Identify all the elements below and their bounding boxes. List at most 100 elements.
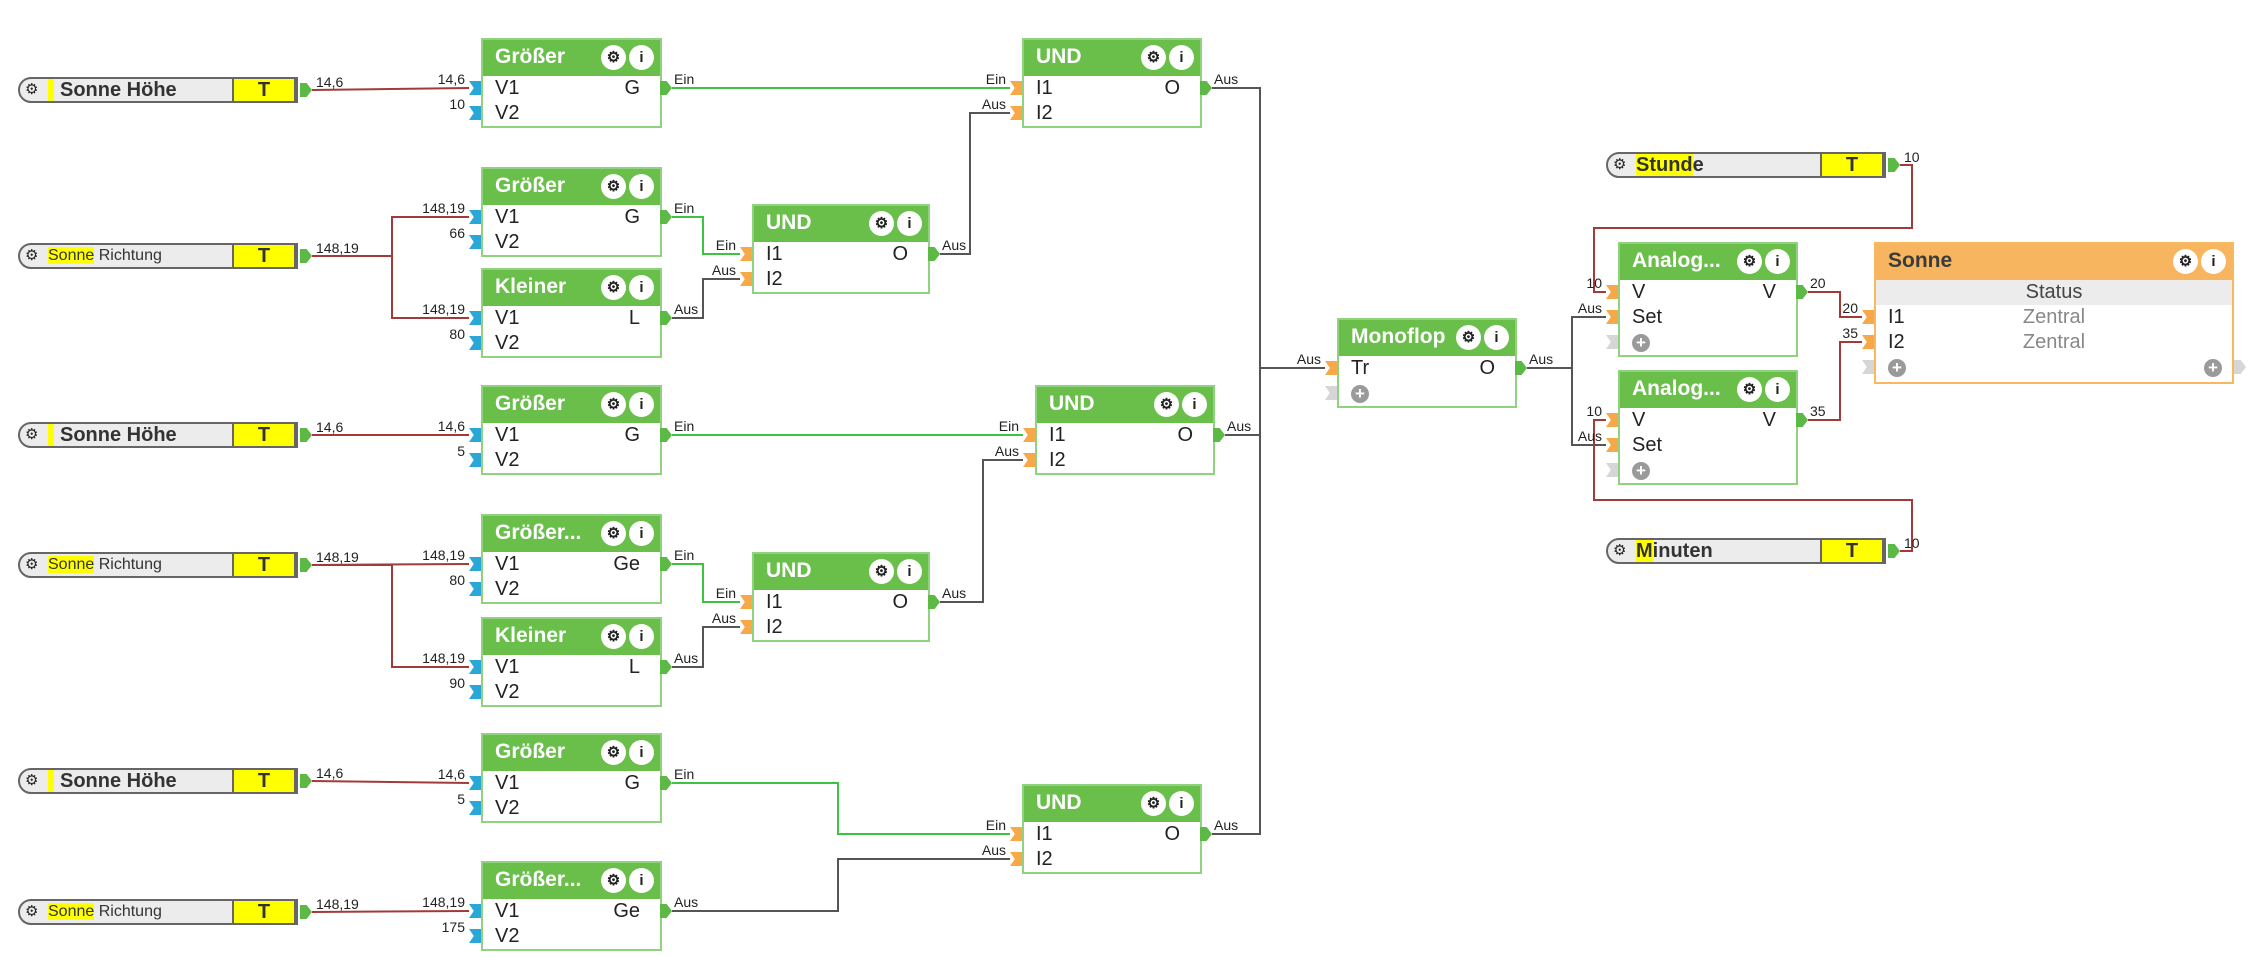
input-port[interactable]: [740, 620, 752, 634]
block-header[interactable]: Größer⚙i: [483, 169, 660, 205]
output-port[interactable]: [660, 311, 672, 325]
plus-circle-icon[interactable]: +: [1632, 461, 1650, 480]
gear-icon[interactable]: ⚙: [25, 247, 39, 264]
info-icon[interactable]: i: [1484, 325, 1509, 350]
info-icon[interactable]: i: [629, 45, 654, 70]
output-port[interactable]: [928, 247, 940, 261]
plus-circle-icon[interactable]: +: [1632, 333, 1650, 352]
add-input-port[interactable]: [1325, 386, 1337, 400]
input-port[interactable]: [469, 106, 481, 120]
input-port[interactable]: [1606, 310, 1618, 324]
block-header[interactable]: Monoflop⚙i: [1339, 320, 1515, 356]
input-port[interactable]: [469, 336, 481, 350]
input-port[interactable]: [469, 453, 481, 467]
output-port[interactable]: [660, 557, 672, 571]
gear-icon[interactable]: ⚙: [601, 392, 626, 417]
plus-circle-icon[interactable]: +: [1888, 358, 1906, 377]
output-port[interactable]: [1515, 361, 1527, 375]
output-port[interactable]: [928, 595, 940, 609]
block-header[interactable]: Sonne⚙i: [1876, 244, 2232, 280]
gear-icon[interactable]: ⚙: [1613, 156, 1627, 173]
gear-icon[interactable]: ⚙: [25, 81, 39, 98]
gear-icon[interactable]: ⚙: [869, 211, 894, 236]
block-header[interactable]: Größer...⚙i: [483, 863, 660, 899]
gear-icon[interactable]: ⚙: [1456, 325, 1481, 350]
info-icon[interactable]: i: [629, 392, 654, 417]
output-port[interactable]: [1796, 413, 1808, 427]
output-port[interactable]: [300, 249, 312, 263]
block-header[interactable]: Analog...⚙i: [1620, 372, 1796, 408]
input-port[interactable]: [469, 929, 481, 943]
output-port[interactable]: [1796, 285, 1808, 299]
output-port[interactable]: [660, 210, 672, 224]
gear-icon[interactable]: ⚙: [869, 559, 894, 584]
output-port[interactable]: [660, 776, 672, 790]
output-port[interactable]: [1213, 428, 1225, 442]
gear-icon[interactable]: ⚙: [1154, 392, 1179, 417]
input-port[interactable]: [469, 81, 481, 95]
info-icon[interactable]: i: [629, 624, 654, 649]
gear-icon[interactable]: ⚙: [601, 174, 626, 199]
input-port[interactable]: [1023, 453, 1035, 467]
output-port[interactable]: [1888, 544, 1900, 558]
gear-icon[interactable]: ⚙: [25, 772, 39, 789]
gear-icon[interactable]: ⚙: [1737, 377, 1762, 402]
plus-circle-icon[interactable]: +: [1351, 384, 1369, 403]
block-header[interactable]: Analog...⚙i: [1620, 244, 1796, 280]
block-header[interactable]: Kleiner⚙i: [483, 270, 660, 306]
input-port[interactable]: [740, 247, 752, 261]
info-icon[interactable]: i: [1182, 392, 1207, 417]
gear-icon[interactable]: ⚙: [25, 426, 39, 443]
input-port[interactable]: [469, 428, 481, 442]
gear-icon[interactable]: ⚙: [1613, 542, 1627, 559]
info-icon[interactable]: i: [629, 275, 654, 300]
input-port[interactable]: [740, 272, 752, 286]
input-port[interactable]: [1862, 310, 1874, 324]
input-port[interactable]: [469, 557, 481, 571]
info-icon[interactable]: i: [1765, 249, 1790, 274]
input-port[interactable]: [1606, 438, 1618, 452]
plus-circle-icon[interactable]: +: [2204, 359, 2222, 377]
info-icon[interactable]: i: [629, 521, 654, 546]
block-header[interactable]: UND⚙i: [1037, 387, 1213, 423]
input-port[interactable]: [1325, 361, 1337, 375]
info-icon[interactable]: i: [1765, 377, 1790, 402]
gear-icon[interactable]: ⚙: [1737, 249, 1762, 274]
input-port[interactable]: [469, 210, 481, 224]
input-port[interactable]: [469, 776, 481, 790]
input-port[interactable]: [1010, 81, 1022, 95]
gear-icon[interactable]: ⚙: [601, 740, 626, 765]
block-header[interactable]: UND⚙i: [1024, 40, 1200, 76]
block-header[interactable]: Kleiner⚙i: [483, 619, 660, 655]
gear-icon[interactable]: ⚙: [601, 521, 626, 546]
input-port[interactable]: [1010, 827, 1022, 841]
output-port[interactable]: [300, 83, 312, 97]
info-icon[interactable]: i: [629, 740, 654, 765]
info-icon[interactable]: i: [1169, 45, 1194, 70]
output-port[interactable]: [300, 774, 312, 788]
output-port[interactable]: [300, 558, 312, 572]
block-header[interactable]: UND⚙i: [754, 554, 928, 590]
gear-icon[interactable]: ⚙: [601, 275, 626, 300]
info-icon[interactable]: i: [629, 174, 654, 199]
output-port[interactable]: [1200, 81, 1212, 95]
block-header[interactable]: UND⚙i: [754, 206, 928, 242]
input-port[interactable]: [469, 235, 481, 249]
gear-icon[interactable]: ⚙: [25, 903, 39, 920]
input-port[interactable]: [1010, 852, 1022, 866]
input-port[interactable]: [1606, 285, 1618, 299]
gear-icon[interactable]: ⚙: [1141, 791, 1166, 816]
